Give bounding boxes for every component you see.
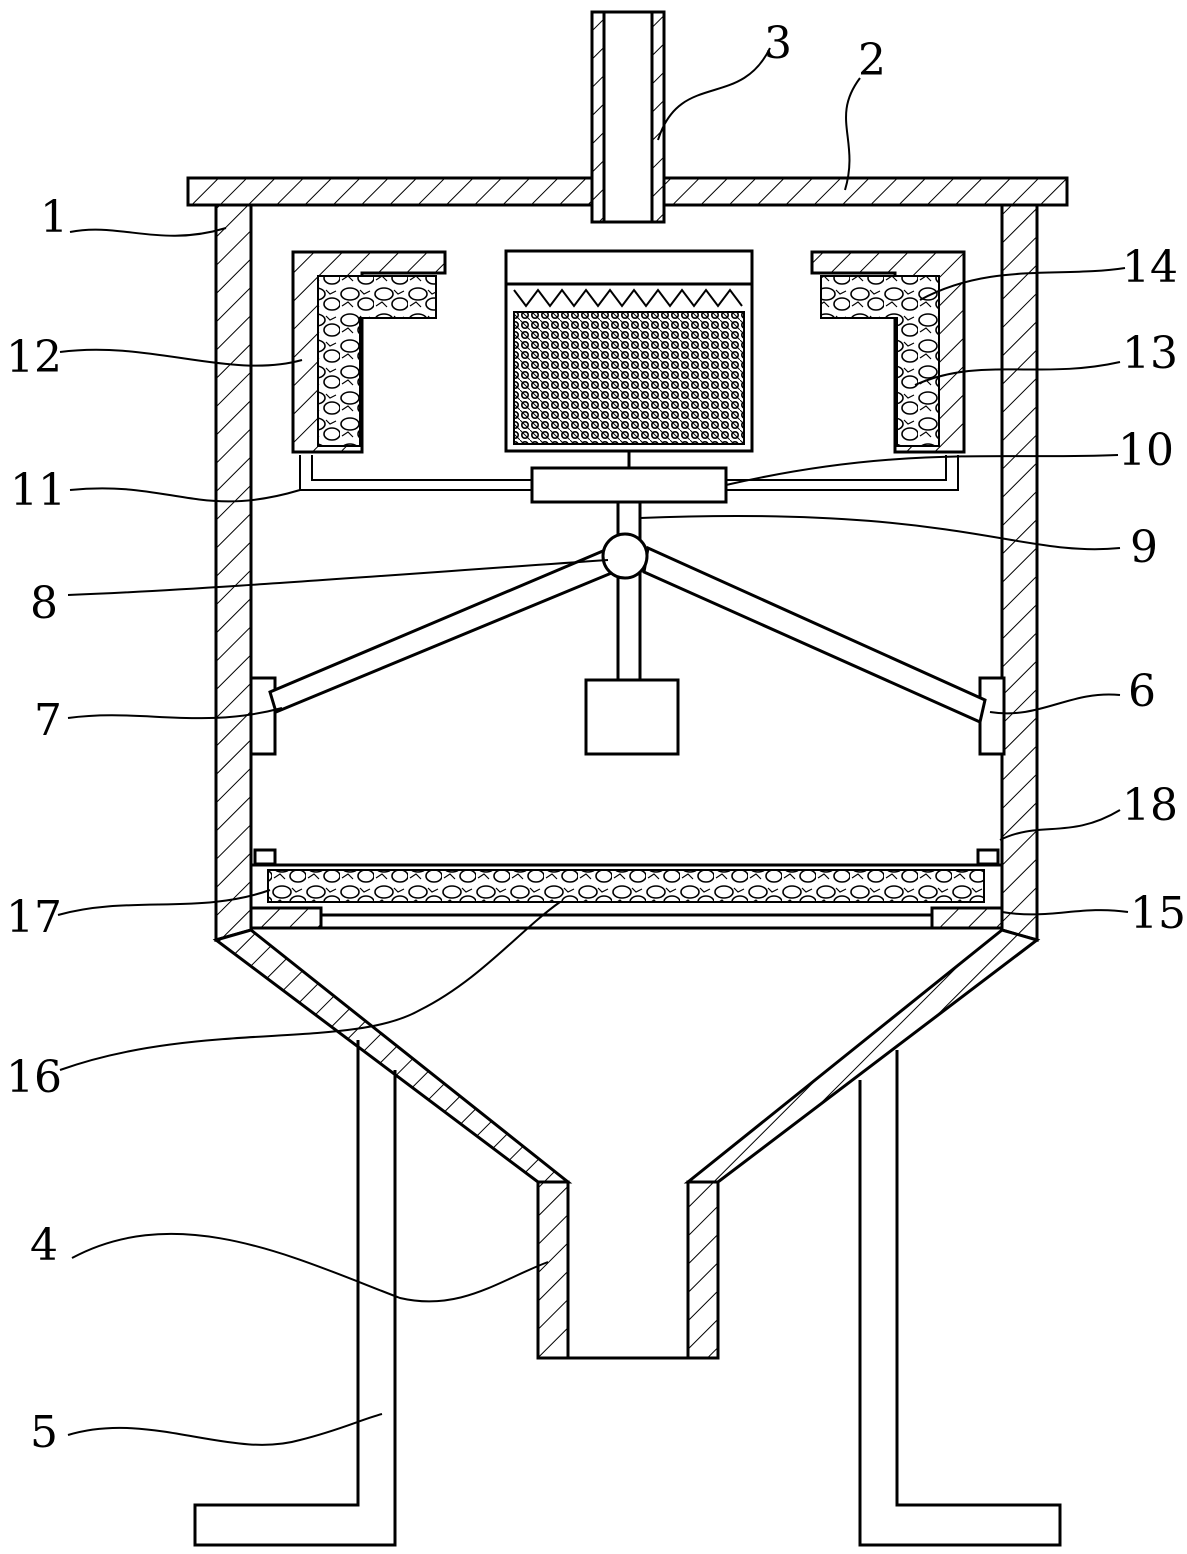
label-1: 1 [40, 192, 68, 243]
shaft-and-paddle [584, 498, 680, 756]
label-17: 17 [6, 892, 62, 943]
outlet-pipe [536, 1180, 720, 1360]
label-3: 3 [764, 18, 792, 69]
label-4: 4 [30, 1220, 58, 1271]
label-5: 5 [30, 1407, 58, 1458]
right-l-filter [810, 250, 966, 454]
label-16: 16 [6, 1052, 62, 1103]
label-14: 14 [1122, 242, 1178, 293]
center-filter-box [504, 249, 754, 453]
connecting-rods [299, 455, 959, 491]
support-legs [193, 1040, 1062, 1547]
label-11: 11 [10, 465, 66, 516]
label-7: 7 [34, 695, 62, 746]
label-6: 6 [1128, 666, 1156, 717]
leader-lines [57, 47, 1129, 1446]
inlet-pipe [590, 10, 666, 224]
filter-assembly [249, 848, 1004, 930]
left-l-filter [291, 250, 447, 454]
label-2: 2 [858, 35, 886, 86]
label-15: 15 [1130, 888, 1186, 939]
part-labels: 1 2 3 4 5 6 7 8 9 10 11 12 13 14 15 16 1… [6, 18, 1186, 1458]
label-10: 10 [1118, 425, 1174, 476]
stirring-arms [268, 545, 987, 725]
label-9: 9 [1130, 522, 1158, 573]
motor-box [530, 452, 728, 504]
label-13: 13 [1122, 328, 1178, 379]
label-18: 18 [1122, 780, 1178, 831]
label-8: 8 [30, 578, 58, 629]
label-12: 12 [6, 332, 62, 383]
